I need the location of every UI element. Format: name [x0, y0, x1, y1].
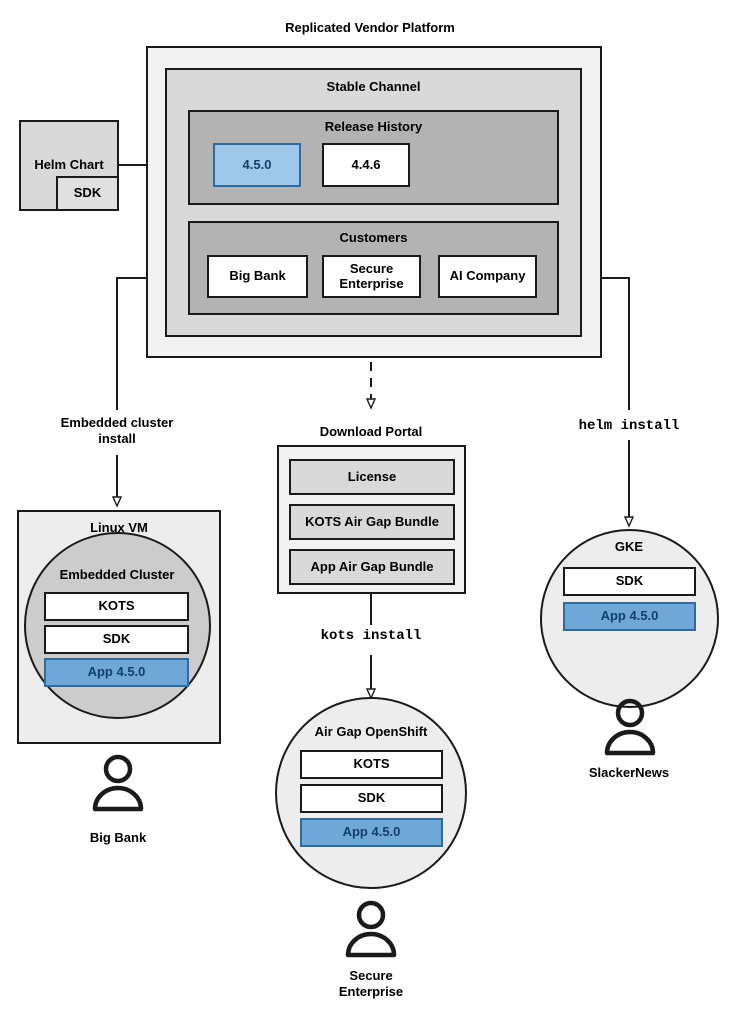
- artifact-label: KOTS Air Gap Bundle: [305, 513, 439, 529]
- release-history-label: Release History: [324, 119, 423, 134]
- release-version-label: 4.4.6: [351, 156, 381, 172]
- component-label: KOTS: [353, 756, 390, 772]
- component-label: SDK: [357, 790, 386, 806]
- helm-chart-sdk-box[interactable]: SDK: [56, 176, 119, 211]
- diagram-title: Replicated Vendor Platform: [285, 20, 455, 35]
- download-portal-artifact-app-airgap[interactable]: App Air Gap Bundle: [289, 549, 455, 585]
- linux-vm-component-sdk[interactable]: SDK: [44, 625, 189, 654]
- download-portal-artifact-kots-airgap[interactable]: KOTS Air Gap Bundle: [289, 504, 455, 540]
- release-box-4-4-6[interactable]: 4.4.6: [322, 143, 410, 187]
- customer-box-big-bank[interactable]: Big Bank: [207, 255, 308, 298]
- artifact-label: License: [347, 468, 397, 484]
- component-label: App 4.5.0: [87, 664, 146, 680]
- gke-component-app[interactable]: App 4.5.0: [563, 602, 696, 631]
- airgap-component-sdk[interactable]: SDK: [300, 784, 443, 813]
- linux-vm-component-kots[interactable]: KOTS: [44, 592, 189, 621]
- airgap-component-app[interactable]: App 4.5.0: [300, 818, 443, 847]
- component-label: App 4.5.0: [600, 608, 659, 624]
- edge-label-kots-install: kots install: [320, 628, 422, 644]
- helm-chart-label: Helm Chart: [34, 157, 104, 173]
- customer-box-secure-enterprise[interactable]: Secure Enterprise: [322, 255, 421, 298]
- gke-component-sdk[interactable]: SDK: [563, 567, 696, 596]
- actor-icon-secure-enterprise: [345, 900, 397, 958]
- stable-channel-label: Stable Channel: [326, 79, 421, 94]
- actor-label-secure-enterprise: Secure Enterprise: [338, 968, 404, 999]
- linux-vm-label: Linux VM: [90, 520, 148, 535]
- download-portal-label: Download Portal: [319, 424, 423, 439]
- airgap-component-kots[interactable]: KOTS: [300, 750, 443, 779]
- airgap-openshift-label: Air Gap OpenShift: [314, 724, 428, 739]
- artifact-label: App Air Gap Bundle: [310, 558, 434, 574]
- component-label: App 4.5.0: [342, 824, 401, 840]
- customer-name-label: Secure Enterprise: [339, 260, 404, 291]
- customer-name-label: Big Bank: [229, 268, 286, 284]
- edge-label-embedded-cluster-install: Embedded cluster install: [60, 415, 174, 446]
- embedded-cluster-label: Embedded Cluster: [59, 567, 175, 582]
- actor-label-big-bank: Big Bank: [89, 830, 147, 845]
- edge-label-helm-install: helm install: [578, 418, 680, 434]
- release-box-4-5-0[interactable]: 4.5.0: [213, 143, 301, 187]
- helm-chart-sdk-label: SDK: [73, 185, 102, 201]
- helm-chart-box[interactable]: Helm Chart: [19, 120, 119, 211]
- actor-icon-big-bank: [92, 754, 144, 812]
- actor-icon-slackernews: [604, 698, 656, 756]
- release-version-label: 4.5.0: [242, 156, 272, 172]
- component-label: KOTS: [98, 598, 135, 614]
- actor-label-slackernews: SlackerNews: [588, 765, 670, 780]
- download-portal-artifact-license[interactable]: License: [289, 459, 455, 495]
- customer-name-label: AI Company: [449, 268, 526, 284]
- customers-label: Customers: [339, 230, 408, 245]
- gke-label: GKE: [614, 539, 644, 554]
- customer-box-ai-company[interactable]: AI Company: [438, 255, 537, 298]
- component-label: SDK: [102, 631, 131, 647]
- linux-vm-component-app[interactable]: App 4.5.0: [44, 658, 189, 687]
- component-label: SDK: [615, 573, 644, 589]
